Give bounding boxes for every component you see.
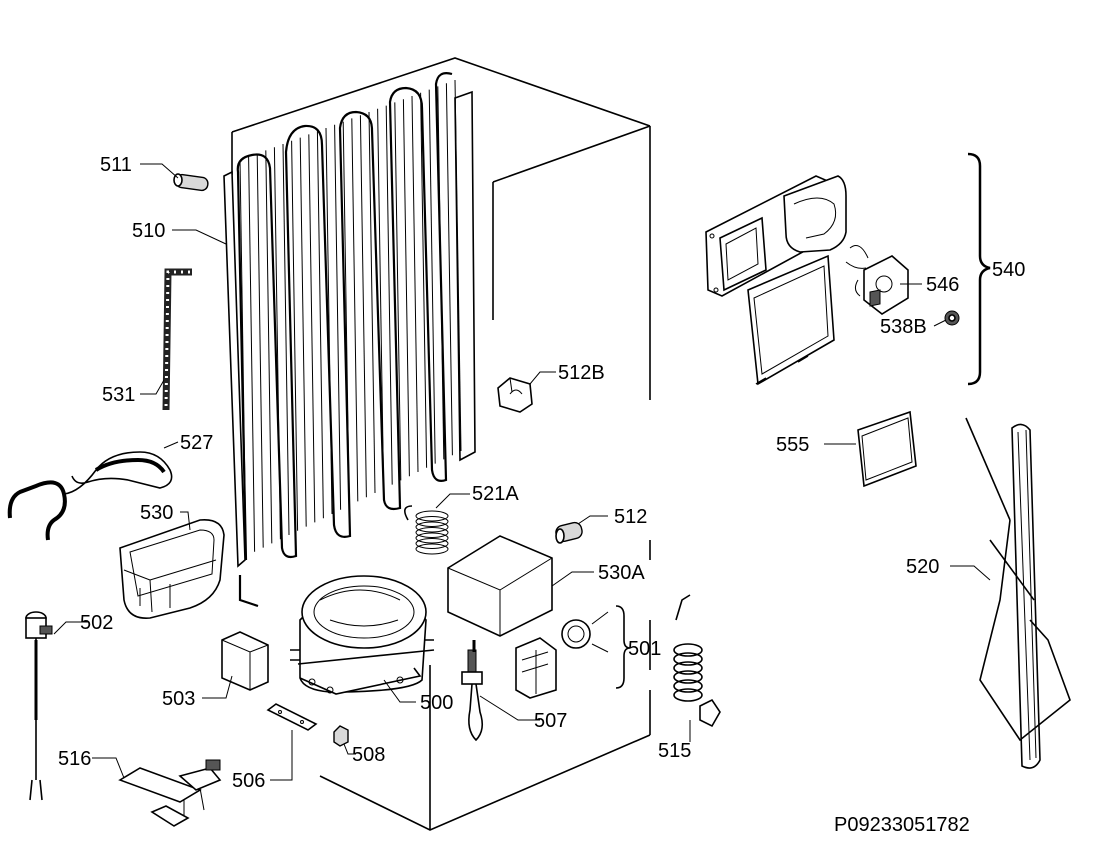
cabinet-body — [231, 57, 651, 831]
part-546-fan-motor — [845, 245, 909, 315]
label-512b: 512B — [558, 362, 605, 384]
condenser-wire — [359, 115, 367, 498]
part-516-connector — [118, 759, 222, 827]
condenser-wire — [316, 131, 324, 519]
part-502-thermostat — [25, 611, 53, 801]
condenser-wire — [454, 79, 462, 452]
cord-loop — [673, 688, 703, 702]
label-538b: 538B — [880, 316, 927, 338]
label-527: 527 — [180, 432, 213, 454]
label-555: 555 — [776, 434, 809, 456]
part-506-bracket — [266, 703, 318, 731]
coil-ring — [415, 521, 449, 533]
bracket-501 — [615, 605, 631, 689]
part-530a-box — [447, 535, 553, 637]
label-521a: 521A — [472, 483, 519, 505]
part-531-strip — [162, 268, 192, 411]
part-508-nut — [333, 725, 349, 747]
part-501-starter — [515, 611, 609, 699]
part-520-evaporator-pipe — [965, 417, 1071, 769]
cord-loop — [673, 643, 703, 657]
coil-ring — [415, 538, 449, 549]
label-516: 516 — [58, 748, 91, 770]
label-500: 500 — [420, 692, 453, 714]
label-508: 508 — [352, 744, 385, 766]
condenser-wire — [248, 156, 256, 552]
part-503-relay — [221, 631, 269, 691]
part-512b-clip — [497, 377, 533, 413]
part-labels: 511 510 531 527 530 502 503 516 506 508 … — [58, 154, 1025, 836]
condenser-wire — [256, 153, 264, 548]
label-520: 520 — [906, 556, 939, 578]
condenser-wire — [420, 92, 428, 468]
part-538b-nut — [944, 310, 960, 326]
condenser-wire — [394, 102, 402, 481]
part-555-pad — [857, 410, 917, 488]
cord-loop — [673, 679, 703, 693]
label-511: 511 — [100, 154, 132, 176]
label-530: 530 — [140, 502, 173, 524]
condenser-wire — [411, 95, 419, 473]
coil-ring — [415, 532, 449, 544]
part-500-compressor — [290, 575, 435, 695]
condenser-510 — [223, 72, 476, 608]
condenser-wire — [265, 150, 273, 544]
label-531: 531 — [102, 384, 135, 406]
part-530-tray — [119, 518, 225, 619]
part-512-sleeve — [555, 521, 583, 544]
leader-lines — [53, 163, 991, 781]
label-540: 540 — [992, 259, 1025, 281]
condenser-wire — [299, 137, 307, 527]
condenser-wire — [402, 99, 410, 477]
part-521a-coil — [404, 505, 449, 555]
cord-loop — [673, 670, 703, 684]
condenser-wire — [334, 124, 342, 510]
coil-ring — [415, 527, 449, 538]
part-540-fan-assembly — [705, 175, 847, 386]
cord-loop — [673, 652, 703, 666]
label-546: 546 — [926, 274, 959, 296]
bracket-540 — [967, 152, 991, 386]
label-512: 512 — [614, 506, 647, 528]
label-506: 506 — [232, 770, 265, 792]
drawing-code: P09233051782 — [834, 814, 970, 836]
cord-loop — [673, 661, 703, 675]
label-510: 510 — [132, 220, 165, 242]
condenser-wire — [291, 140, 299, 531]
label-515: 515 — [658, 740, 691, 762]
condenser-wire — [445, 83, 453, 456]
label-502: 502 — [80, 612, 113, 634]
coil-ring — [415, 510, 449, 522]
label-507: 507 — [534, 710, 567, 732]
label-501: 501 — [628, 638, 661, 660]
condenser-wire — [282, 143, 290, 536]
label-530a: 530A — [598, 562, 645, 584]
condenser-wire — [351, 118, 359, 502]
part-527-pipe — [7, 451, 173, 541]
condenser-wire — [428, 89, 436, 464]
condenser-wire — [368, 111, 376, 494]
label-503: 503 — [162, 688, 195, 710]
condenser-wire — [385, 105, 393, 485]
part-511-sleeve — [173, 173, 209, 192]
coil-ring — [415, 516, 449, 527]
part-507-wiring — [461, 640, 484, 742]
condenser-wire — [308, 134, 316, 523]
coil-ring — [415, 543, 449, 555]
part-515-power-cord — [673, 594, 721, 728]
